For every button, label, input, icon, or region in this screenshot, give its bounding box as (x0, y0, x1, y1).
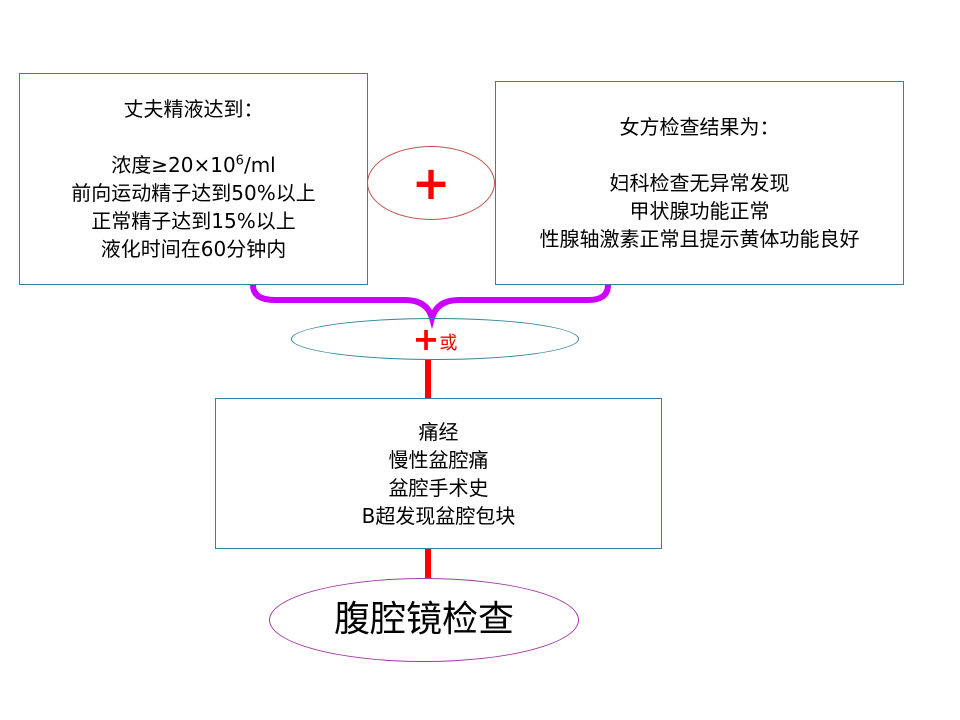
or-label: 或 (439, 333, 458, 354)
wife-exam-results-box: 女方检查结果为： 妇科检查无异常发现 甲状腺功能正常 性腺轴激素正常且提示黄体功… (495, 81, 904, 285)
connector-line-lower (425, 549, 431, 578)
gonadal-axis-line: 性腺轴激素正常且提示黄体功能良好 (539, 227, 860, 251)
plus-connector: + (412, 320, 440, 358)
liquefaction-line: 液化时间在60分钟内 (100, 237, 287, 261)
pelvic-mass-line: B超发现盆腔包块 (361, 503, 516, 528)
husband-criteria-title: 丈夫精液达到： (123, 97, 264, 121)
plus-ellipse: + (367, 146, 495, 220)
dysmenorrhea-line: 痛经 (418, 419, 459, 444)
plus-symbol: + (411, 156, 451, 210)
laparoscopy-label: 腹腔镜检查 (333, 599, 514, 640)
connector-line-upper (425, 360, 431, 398)
pelvic-surgery-line: 盆腔手术史 (388, 475, 489, 500)
motility-line: 前向运动精子达到50%以上 (71, 181, 316, 205)
gynecologic-exam-line: 妇科检查无异常发现 (609, 171, 790, 195)
symptoms-box: 痛经 慢性盆腔痛 盆腔手术史 B超发现盆腔包块 (215, 398, 662, 549)
husband-semen-criteria-box: 丈夫精液达到： 浓度≥20×106/ml 前向运动精子达到50%以上 正常精子达… (19, 73, 368, 285)
pelvic-pain-line: 慢性盆腔痛 (388, 447, 489, 472)
thyroid-function-line: 甲状腺功能正常 (629, 199, 770, 223)
plus-or-ellipse: + 或 (291, 318, 579, 360)
brace-path (250, 282, 611, 330)
wife-results-title: 女方检查结果为： (619, 115, 780, 139)
concentration-line: 浓度≥20×106/ml (111, 153, 276, 177)
morphology-line: 正常精子达到15%以上 (91, 209, 296, 233)
laparoscopy-ellipse: 腹腔镜检查 (269, 578, 579, 662)
